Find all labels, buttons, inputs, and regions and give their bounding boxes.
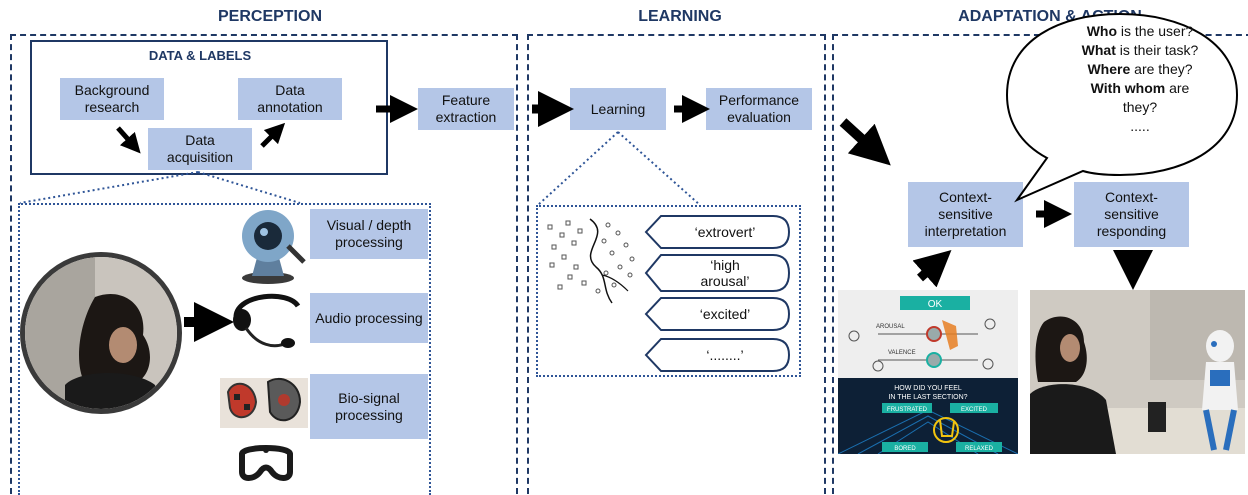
audio-processing-box: Audio processing	[310, 293, 428, 343]
bio-sensors-icon	[220, 377, 308, 428]
vr-interface-drawing: OK AROUSAL VALENCE HOW DID YOU FEEL IN T…	[838, 290, 1018, 454]
label-high-arousal: ‘high arousal’	[700, 257, 750, 289]
robot-interaction-photo	[1030, 290, 1245, 454]
classifier-group	[536, 205, 801, 377]
vr-valence-label: VALENCE	[888, 350, 916, 356]
learning-panel	[527, 34, 826, 494]
data-annotation-box: Data annotation	[238, 78, 342, 120]
bubble-dots: .....	[1130, 118, 1150, 134]
bubble-line-who: Who is the user?	[1086, 23, 1194, 39]
headset-mic-icon	[233, 293, 301, 348]
vr-bored: BORED	[894, 446, 916, 452]
vr-relaxed: RELAXED	[965, 446, 994, 452]
vr-arousal-label: AROUSAL	[876, 324, 905, 330]
data-labels-title: DATA & LABELS	[148, 48, 252, 63]
classifier-scatter	[547, 218, 635, 304]
vr-question-2: IN THE LAST SECTION?	[888, 394, 967, 401]
context-responding-box: Context-sensitive responding	[1074, 182, 1189, 247]
bubble-line-where: Where are they?	[1087, 61, 1193, 77]
bubble-line-with-whom: With whom are they?	[1090, 80, 1190, 115]
speech-bubble	[1005, 12, 1239, 203]
context-interpretation-box: Context-sensitive interpretation	[908, 182, 1023, 247]
perception-panel	[10, 34, 518, 494]
label-extrovert: ‘extrovert’	[694, 224, 756, 240]
feature-extraction-box: Feature extraction	[418, 88, 514, 130]
user-photo	[20, 252, 182, 414]
label-tag-ellipsis: ‘........’	[643, 337, 793, 373]
performance-evaluation-box: Performance evaluation	[706, 88, 812, 130]
speech-bubble-text: Who is the user? What is their task? Whe…	[1070, 22, 1210, 136]
label-tag-extrovert: ‘extrovert’	[643, 214, 793, 250]
vr-interface-image: OK AROUSAL VALENCE HOW DID YOU FEEL IN T…	[838, 290, 1018, 454]
data-acquisition-box: Data acquisition	[148, 128, 252, 170]
label-tag-arousal: ‘high arousal’	[643, 253, 793, 293]
sensors-group	[18, 203, 431, 495]
background-research-box: Background research	[60, 78, 164, 120]
tag-shape	[644, 297, 791, 331]
bubble-line-what: What is their task?	[1081, 42, 1199, 58]
header-perception: PERCEPTION	[217, 8, 322, 25]
label-ellipsis: ‘........’	[706, 347, 744, 363]
learning-box: Learning	[570, 88, 666, 130]
visual-depth-box: Visual / depth processing	[310, 209, 428, 259]
tag-shape	[644, 338, 791, 372]
vr-ok-label: OK	[928, 299, 943, 310]
header-learning: LEARNING	[638, 8, 722, 25]
robot-interaction-drawing	[1030, 290, 1245, 454]
tag-shape	[644, 254, 791, 292]
webcam-icon	[242, 210, 306, 284]
label-excited: ‘excited’	[699, 306, 751, 322]
vr-frustrated: FRUSTRATED	[887, 407, 928, 413]
label-tag-excited: ‘excited’	[643, 296, 793, 332]
tag-shape	[644, 215, 791, 249]
bio-signal-box: Bio-signal processing	[310, 374, 428, 439]
vr-question: HOW DID YOU FEEL	[894, 385, 962, 392]
vr-excited: EXCITED	[961, 407, 988, 413]
vr-headset-icon	[239, 445, 293, 481]
